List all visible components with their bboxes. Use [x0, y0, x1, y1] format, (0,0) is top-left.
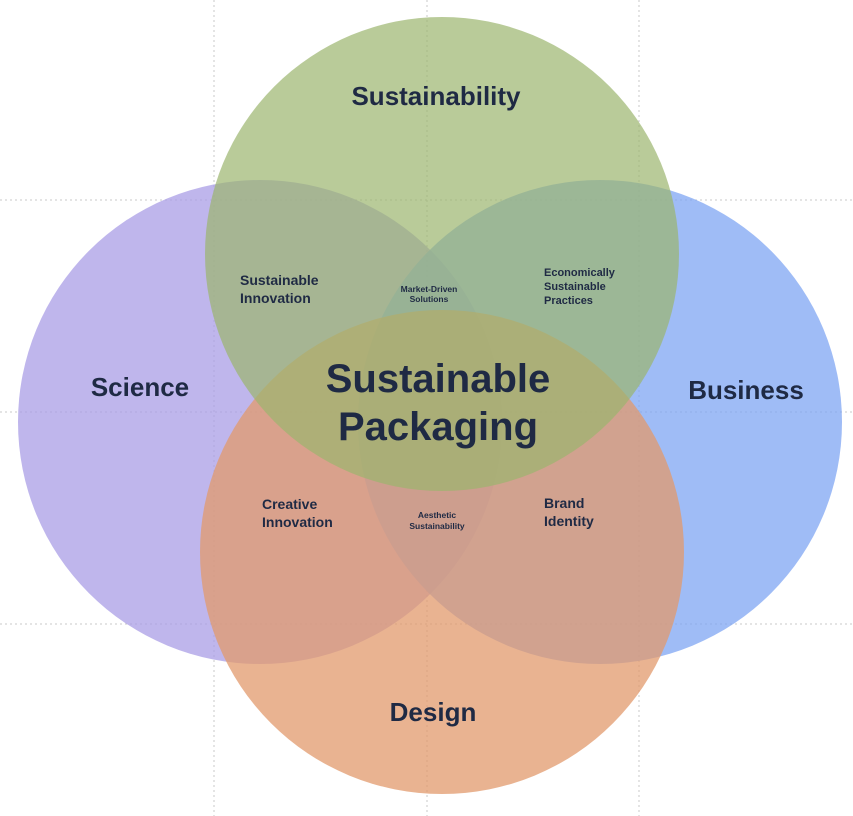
economic-line1: Economically [544, 267, 616, 279]
center-label-line2: Packaging [338, 405, 538, 449]
sustainability-label: Sustainability [351, 81, 521, 111]
center-label-line1: Sustainable [326, 357, 551, 401]
market-driven-line2: Solutions [410, 294, 449, 304]
aesthetic-line2: Sustainability [409, 521, 465, 531]
market-driven-line1: Market-Driven [401, 284, 458, 294]
aesthetic-line1: Aesthetic [418, 510, 457, 520]
economic-line3: Practices [544, 295, 593, 307]
design-label: Design [390, 697, 477, 727]
brand-identity-line2: Identity [544, 513, 594, 529]
brand-identity-line1: Brand [544, 495, 584, 511]
venn-circles [18, 17, 842, 794]
science-label: Science [91, 372, 189, 402]
creative-innovation-line2: Innovation [262, 514, 333, 530]
business-label: Business [688, 375, 804, 405]
economic-line2: Sustainable [544, 281, 606, 293]
creative-innovation-line1: Creative [262, 496, 317, 512]
sustainable-innovation-line2: Innovation [240, 290, 311, 306]
sustainability-circle [205, 17, 679, 491]
sustainable-innovation-line1: Sustainable [240, 272, 319, 288]
